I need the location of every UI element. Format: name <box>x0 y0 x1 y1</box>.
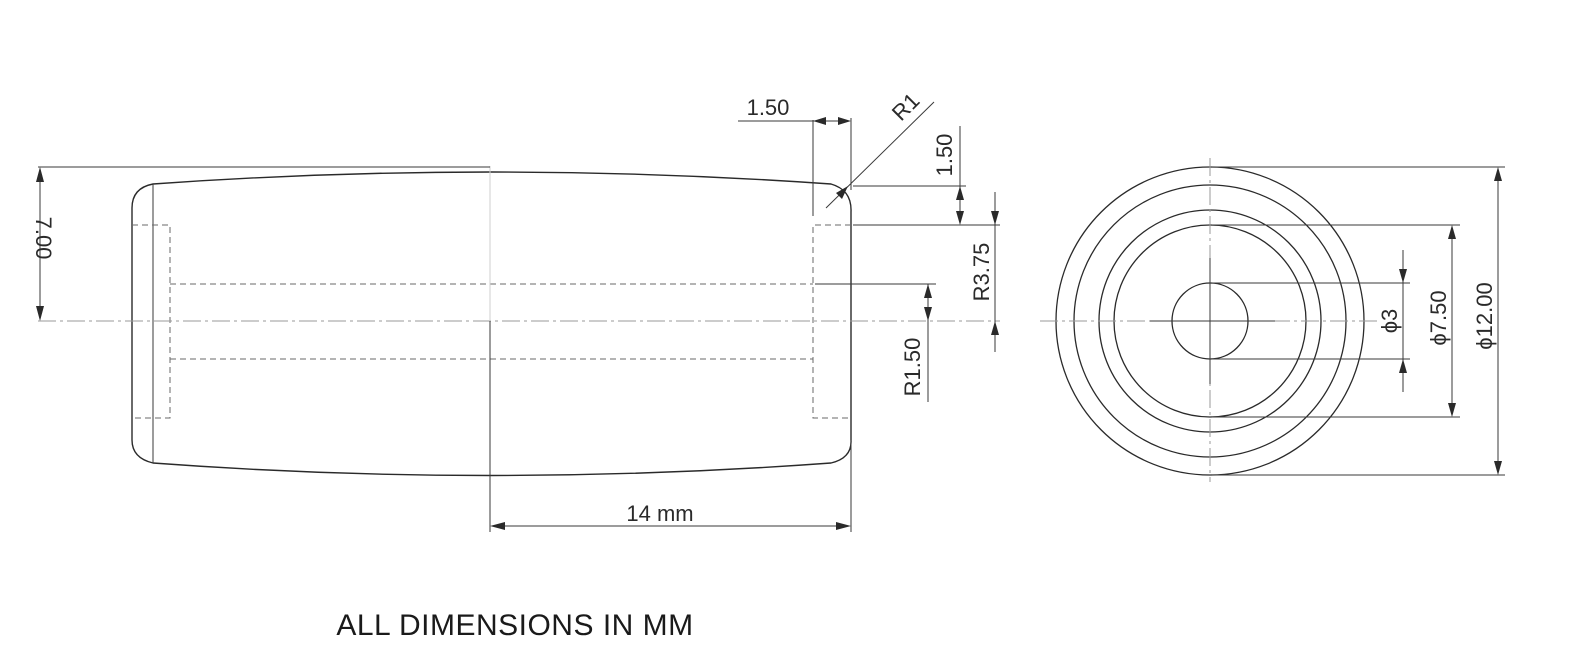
dim-bore-diameter-label: 3 <box>1377 309 1402 321</box>
dim-counterbore-diameter: ϕ7.50 <box>1212 224 1460 418</box>
dim-outer-diameter: ϕ12.00 <box>1212 166 1505 476</box>
diameter-symbol: ϕ <box>1472 337 1497 349</box>
svg-text:ϕ7.50: ϕ7.50 <box>1426 290 1451 345</box>
barrel-outline <box>131 171 852 477</box>
right-counterbore-hidden <box>812 224 851 419</box>
dim-half-length-label: 14 mm <box>626 501 693 526</box>
svg-text:ϕ12.00: ϕ12.00 <box>1472 282 1497 349</box>
dim-counterbore-diameter-label: 7.50 <box>1426 290 1451 333</box>
dim-edge-radius-label: R1 <box>887 88 925 126</box>
dim-chamfer-depth: 1.50 <box>853 126 1000 226</box>
end-view <box>1040 158 1380 482</box>
dim-chamfer-width-label: 1.50 <box>747 95 790 120</box>
dim-outer-diameter-label: 12.00 <box>1472 282 1497 337</box>
diameter-symbol: ϕ <box>1426 333 1451 345</box>
dim-edge-radius: R1 <box>825 88 935 209</box>
dim-half-length: 14 mm <box>490 440 852 532</box>
dim-counterbore-radius: R3.75 <box>969 192 999 352</box>
side-view <box>38 120 1000 532</box>
dim-bore-radius: R1.50 <box>815 283 936 402</box>
units-note: ALL DIMENSIONS IN MM <box>336 609 693 642</box>
dim-bore-radius-label: R1.50 <box>900 338 925 397</box>
dim-bore-diameter: ϕ3 <box>1212 250 1410 392</box>
diameter-symbol: ϕ <box>1377 321 1402 333</box>
svg-text:ϕ3: ϕ3 <box>1377 309 1402 334</box>
dim-counterbore-radius-label: R3.75 <box>969 243 994 302</box>
dim-chamfer-width: 1.50 <box>738 95 852 190</box>
dim-chamfer-depth-label: 1.50 <box>932 134 957 177</box>
dim-half-diameter: 7.00 <box>31 166 490 321</box>
dim-half-diameter-label: 7.00 <box>31 217 56 260</box>
